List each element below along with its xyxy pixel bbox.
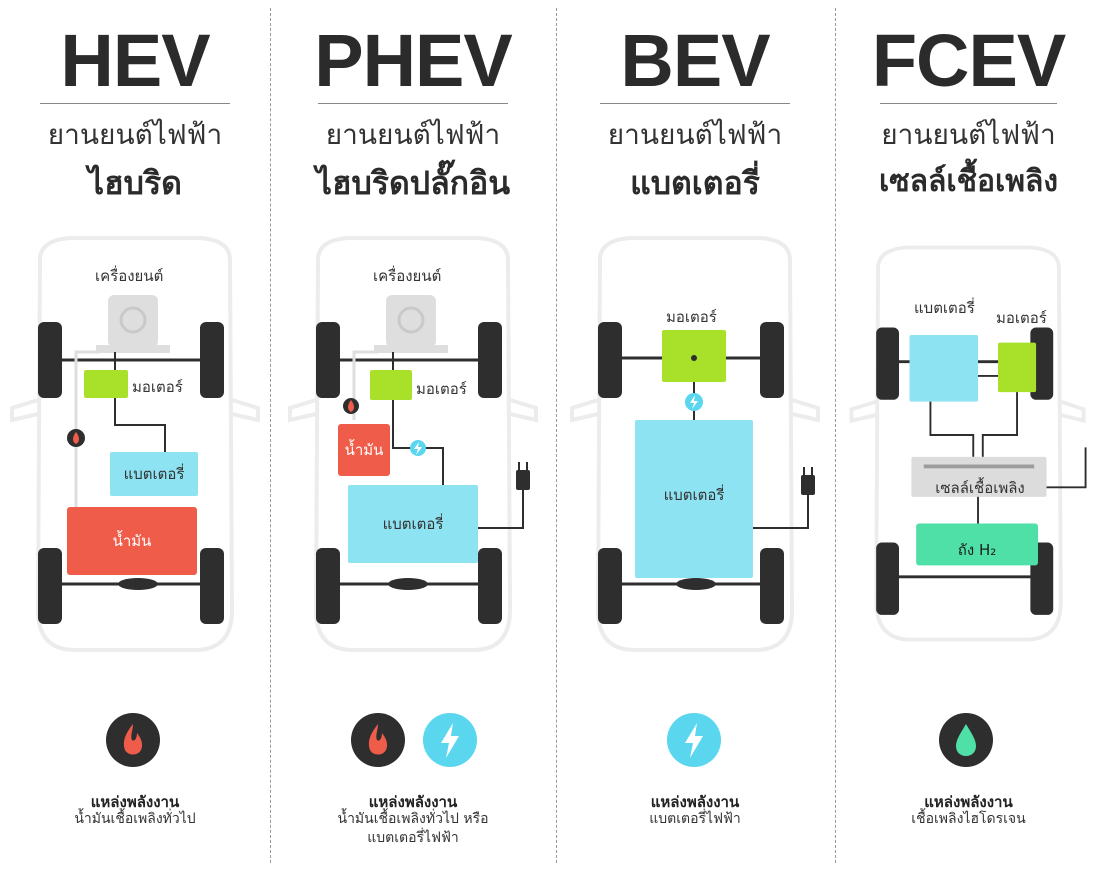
car-diagram: [849, 245, 1087, 642]
column-divider: [556, 8, 557, 863]
car-diagram: [570, 236, 820, 652]
vehicle-type-name: เซลล์เชื้อเพลิง: [878, 164, 1059, 199]
battery-label: แบตเตอรี่: [123, 465, 185, 483]
energy-source-title: แหล่งพลังงาน: [368, 793, 458, 811]
energy-source-desc: น้ำมันเชื้อเพลิงทั่วไป หรือ: [337, 811, 489, 827]
flame-icon: [351, 713, 405, 767]
title-divider: [40, 103, 230, 104]
car-diagram: [10, 236, 260, 652]
car-diagram: [288, 236, 538, 652]
motor-label: มอเตอร์: [132, 378, 183, 396]
vehicle-type-name: ไฮบริดปลั๊กอิน: [315, 164, 511, 202]
energy-source-desc-line2: แบตเตอรี่ไฟฟ้า: [367, 830, 459, 846]
vehicle-type-name: ไฮบริด: [88, 164, 182, 202]
vehicle-type-subtitle: ยานยนต์ไฟฟ้า: [607, 118, 783, 151]
title-divider: [880, 103, 1057, 104]
vehicle-type-subtitle: ยานยนต์ไฟฟ้า: [325, 118, 501, 151]
vehicle-type-code: BEV: [620, 19, 770, 102]
title-divider: [318, 103, 508, 104]
battery-label: แบตเตอรี่: [382, 515, 444, 533]
vehicle-type-code: PHEV: [314, 19, 513, 102]
energy-source-desc: น้ำมันเชื้อเพลิงทั่วไป: [74, 811, 196, 827]
flame-icon: [106, 713, 160, 767]
fcev-column: FCEV ยานยนต์ไฟฟ้า เซลล์เชื้อเพลิง แบตเตอ…: [840, 0, 1097, 870]
lightning-icon: [423, 713, 477, 767]
energy-source-desc: แบตเตอรี่ไฟฟ้า: [649, 811, 741, 827]
fuel-cell-label: เซลล์เชื้อเพลิง: [935, 479, 1025, 497]
energy-source-title: แหล่งพลังงาน: [650, 793, 740, 811]
engine-label: เครื่องยนต์: [373, 267, 442, 285]
bev-column: BEV ยานยนต์ไฟฟ้า แบตเตอรี่ มอเตอร์ แบตเต…: [560, 0, 830, 870]
hev-column: HEV ยานยนต์ไฟฟ้า ไฮบริด เครื่องยนต์ มอเต…: [0, 0, 270, 870]
energy-source-desc: เชื้อเพลิงไฮโดรเจน: [911, 811, 1026, 827]
vehicle-type-subtitle: ยานยนต์ไฟฟ้า: [47, 118, 223, 151]
vehicle-type-subtitle: ยานยนต์ไฟฟ้า: [881, 118, 1056, 151]
battery-label: แบตเตอรี่: [914, 299, 975, 317]
vehicle-type-code: HEV: [60, 19, 210, 102]
motor-label: มอเตอร์: [416, 380, 467, 398]
column-divider: [835, 8, 836, 863]
title-divider: [600, 103, 790, 104]
vehicle-type-name: แบตเตอรี่: [630, 164, 760, 202]
battery-label: แบตเตอรี่: [663, 486, 725, 504]
energy-source-title: แหล่งพลังงาน: [924, 793, 1013, 811]
phev-column: PHEV ยานยนต์ไฟฟ้า ไฮบริดปลั๊กอิน เครื่อง…: [278, 0, 548, 870]
hydrogen-tank-label: ถัง H₂: [957, 541, 997, 559]
engine-label: เครื่องยนต์: [95, 267, 164, 285]
fuel-label: น้ำมัน: [112, 532, 152, 550]
column-divider: [270, 8, 271, 863]
motor-label: มอเตอร์: [996, 309, 1047, 327]
vehicle-type-code: FCEV: [871, 19, 1066, 102]
motor-label: มอเตอร์: [666, 308, 717, 326]
water-drop-icon: [939, 713, 993, 767]
lightning-icon: [667, 713, 721, 767]
energy-source-title: แหล่งพลังงาน: [90, 793, 180, 811]
fuel-label: น้ำมัน: [344, 441, 384, 459]
